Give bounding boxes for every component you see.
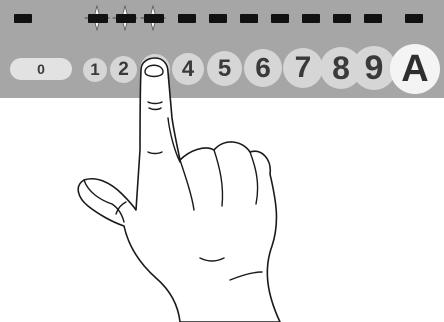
control-panel: 0 1 2 3 4 5 6 7 8 9 A — [0, 0, 444, 98]
key-6[interactable]: 6 — [244, 49, 282, 87]
key-2[interactable]: 2 — [110, 56, 137, 83]
indicator-segment-6 — [209, 14, 227, 23]
key-5[interactable]: 5 — [207, 51, 242, 86]
indicator-segment-9 — [302, 14, 320, 23]
indicator-segment-8 — [271, 14, 289, 23]
key-4[interactable]: 4 — [172, 53, 204, 85]
indicator-segment-10 — [333, 14, 351, 23]
indicator-segment-4 — [144, 14, 164, 23]
indicator-segment-2 — [88, 14, 108, 23]
key-1[interactable]: 1 — [83, 58, 107, 82]
key-3[interactable]: 3 — [140, 54, 170, 84]
indicator-segment-3 — [116, 14, 136, 23]
indicator-segment-1 — [14, 14, 32, 23]
indicator-segment-5 — [178, 14, 196, 23]
key-auto[interactable]: A — [390, 44, 440, 94]
key-7[interactable]: 7 — [283, 48, 323, 88]
key-0[interactable]: 0 — [10, 58, 72, 80]
indicator-segment-11 — [364, 14, 382, 23]
indicator-segment-12 — [405, 14, 423, 23]
indicator-segment-7 — [240, 14, 258, 23]
